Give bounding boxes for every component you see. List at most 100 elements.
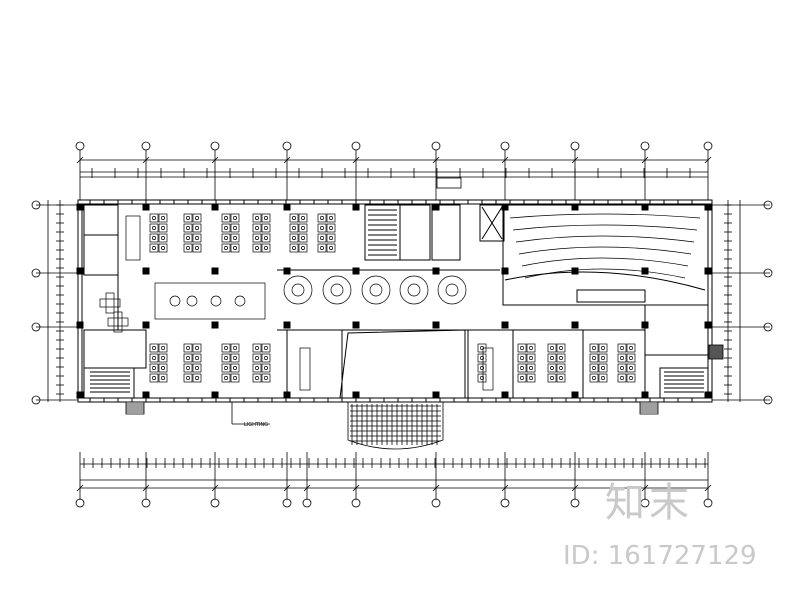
workstation-chair	[559, 366, 563, 370]
workstation-chair	[186, 346, 190, 350]
workstation-desk	[192, 243, 202, 253]
workstation-desk	[192, 213, 202, 223]
round-table	[437, 275, 467, 305]
workstation-chair	[186, 246, 190, 250]
workstation-chair	[152, 346, 156, 350]
axis-bubble-left	[31, 200, 41, 210]
pinwheel-desk-b	[113, 311, 123, 333]
workstation-chair	[601, 376, 605, 380]
north-entrance	[436, 177, 462, 189]
workstation-desk	[158, 243, 168, 253]
leader-note-text: LIGHTING	[244, 422, 268, 428]
workstation-desk	[221, 243, 231, 253]
round-table	[361, 275, 391, 305]
workstation-desk	[626, 373, 636, 383]
room-reception	[83, 329, 147, 369]
workstation-desk	[221, 353, 231, 363]
workstation-chair	[161, 376, 165, 380]
workstation-desk	[158, 233, 168, 243]
workstation-chair	[195, 226, 199, 230]
workstation-chair	[195, 366, 199, 370]
axis-bubble-top	[431, 141, 441, 151]
workstation-chair	[233, 246, 237, 250]
workstation-desk	[192, 353, 202, 363]
workstation-desk	[617, 343, 627, 353]
auditorium-seat-row	[524, 268, 686, 279]
workstation-desk	[517, 343, 527, 353]
workstation-chair	[233, 236, 237, 240]
workstation-chair	[161, 216, 165, 220]
workstation-chair	[233, 346, 237, 350]
workstation-chair	[255, 246, 259, 250]
workstation-desk	[252, 243, 262, 253]
elevator-lobby	[431, 204, 461, 261]
workstation-desk	[547, 343, 557, 353]
workstation-chair	[320, 246, 324, 250]
stair-left	[83, 367, 135, 399]
workstation-chair	[550, 356, 554, 360]
workstation-desk	[589, 343, 599, 353]
workstation-chair	[264, 226, 268, 230]
stair-core	[364, 204, 401, 261]
workstation-chair	[224, 346, 228, 350]
workstation-desk	[617, 373, 627, 383]
dim-tick	[283, 156, 291, 164]
structural-column	[571, 203, 579, 211]
axis-bubble-bottom	[210, 498, 220, 508]
workstation-desk	[547, 363, 557, 373]
workstation-desk	[289, 223, 299, 233]
structural-column	[142, 391, 150, 399]
structural-column	[432, 391, 440, 399]
workstation-chair	[255, 356, 259, 360]
workstation-chair	[320, 216, 324, 220]
workstation-desk	[192, 373, 202, 383]
workstation-chair	[301, 246, 305, 250]
axis-bubble-right	[763, 268, 773, 278]
workstation-chair	[620, 376, 624, 380]
workstation-desk	[526, 373, 536, 383]
workstation-chair	[529, 356, 533, 360]
auditorium-seat-row	[518, 246, 692, 255]
auditorium-seat-row	[512, 224, 698, 231]
workstation-desk	[261, 373, 271, 383]
workstation-desk	[158, 343, 168, 353]
workstation-desk	[598, 363, 608, 373]
workstation-desk	[230, 343, 240, 353]
workstation-chair	[592, 346, 596, 350]
dim-tick	[352, 156, 360, 164]
workstation-chair	[592, 356, 596, 360]
structural-column	[571, 267, 579, 275]
workstation-desk	[149, 233, 159, 243]
workstation-desk	[317, 233, 327, 243]
structural-column	[211, 203, 219, 211]
structural-column	[501, 267, 509, 275]
workstation-desk	[626, 343, 636, 353]
structural-column	[142, 267, 150, 275]
workstation-desk	[598, 353, 608, 363]
round-table-top	[291, 283, 305, 297]
structural-column	[76, 203, 84, 211]
workstation-chair	[255, 236, 259, 240]
axis-bubble-right	[763, 395, 773, 405]
workstation-chair	[224, 216, 228, 220]
workstation-chair	[601, 346, 605, 350]
round-table	[399, 275, 429, 305]
dim-tick	[641, 156, 649, 164]
workstation-chair	[292, 236, 296, 240]
workstation-chair	[520, 346, 524, 350]
auditorium-seat-row	[521, 257, 689, 267]
axis-bubble-top	[640, 141, 650, 151]
structural-column	[432, 203, 440, 211]
workstation-chair	[629, 346, 633, 350]
lounge-seat	[186, 295, 198, 307]
axis-bubble-left	[31, 395, 41, 405]
workstation-chair	[255, 376, 259, 380]
workstation-desk	[617, 363, 627, 373]
core-room	[399, 204, 431, 261]
pinwheel-desk-a	[107, 317, 129, 327]
workstation-desk	[289, 233, 299, 243]
workstation-desk	[289, 243, 299, 253]
workstation-desk	[221, 223, 231, 233]
workstation-desk	[517, 353, 527, 363]
workstation-desk	[221, 363, 231, 373]
